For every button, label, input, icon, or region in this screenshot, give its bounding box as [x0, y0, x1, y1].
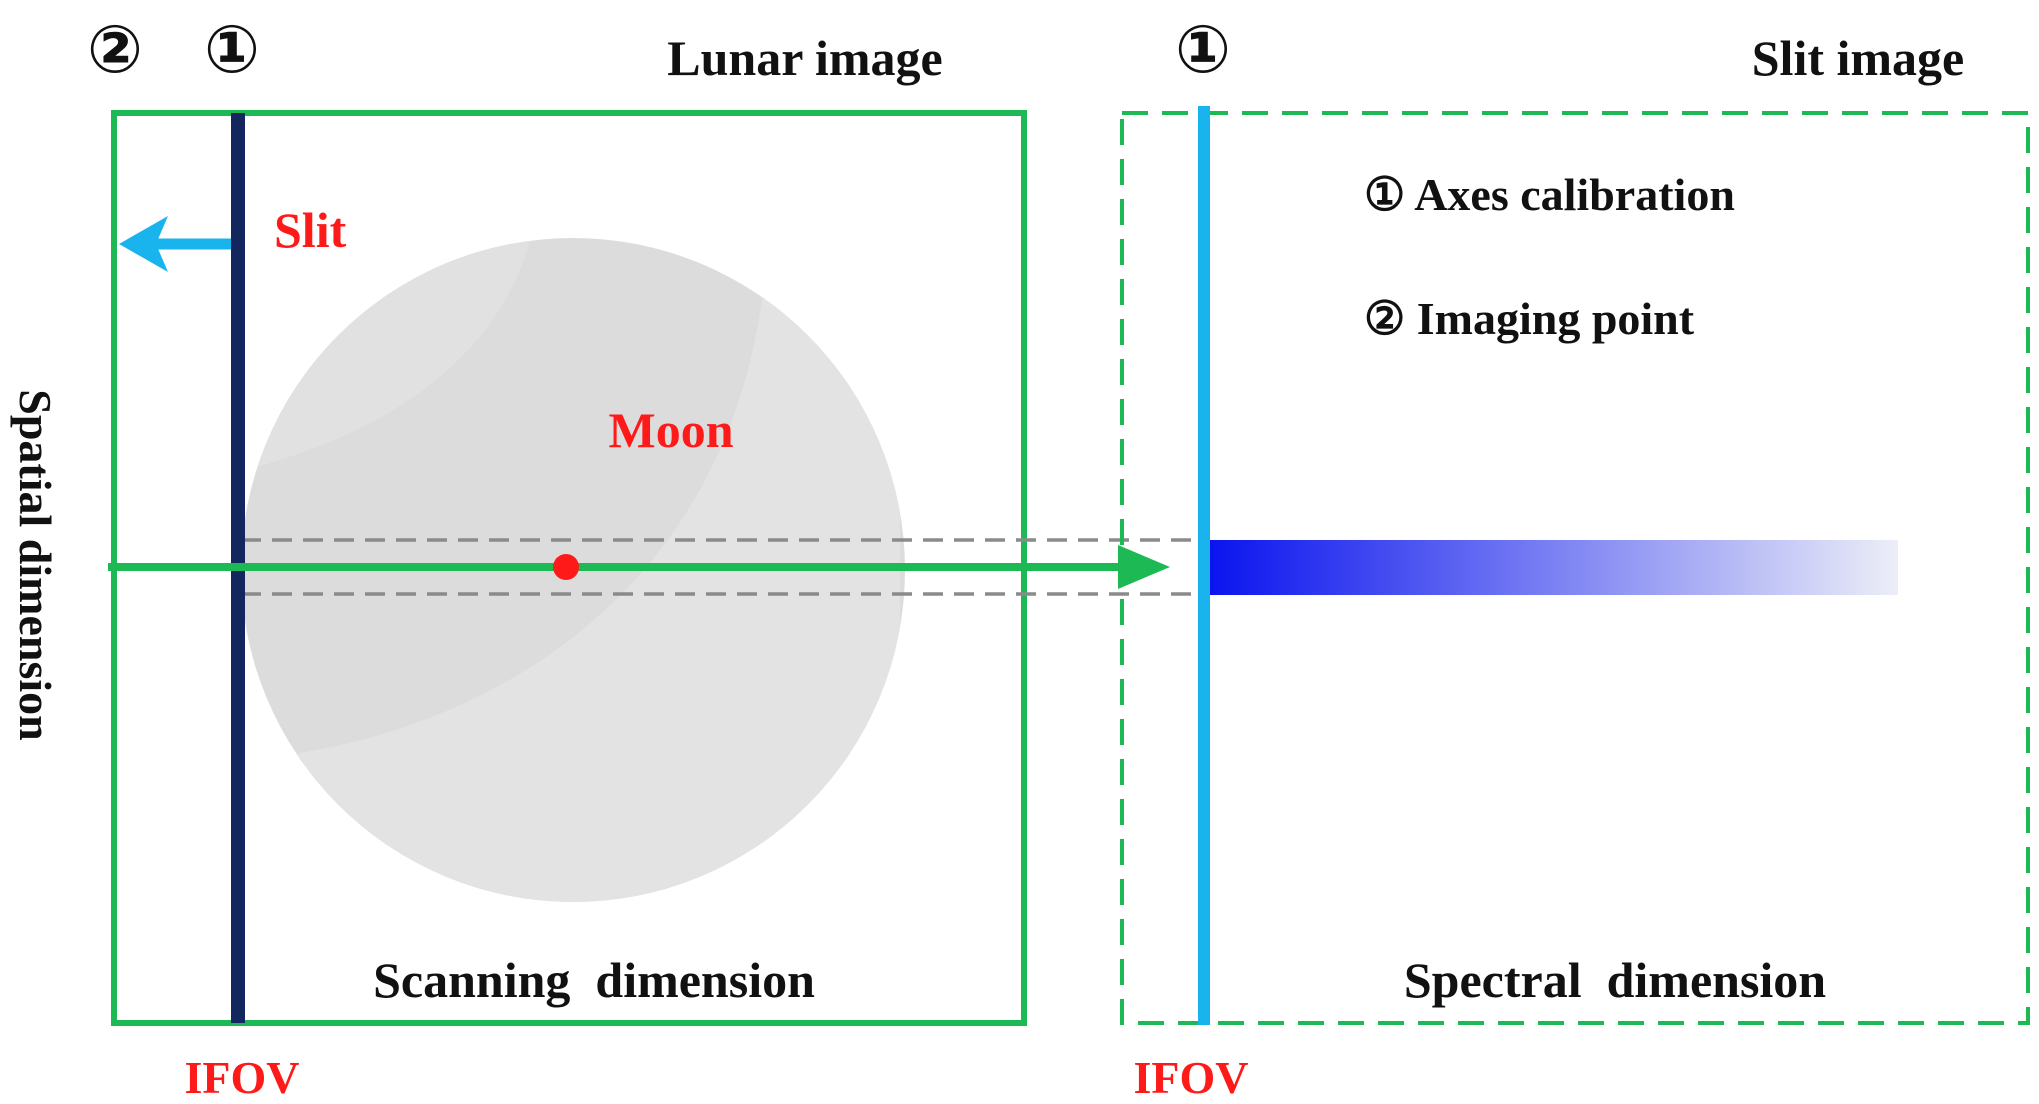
ifov-label-right: IFOV [1134, 1052, 1249, 1103]
spatial-dimension-label: Spatial dimension [10, 389, 61, 741]
marker-imaging-point: ② [87, 11, 143, 88]
scanning-dimension-label: Scanning dimension [373, 952, 815, 1008]
imaging-point-dot [553, 554, 579, 580]
legend-imaging-point: ② Imaging point [1364, 293, 1695, 344]
lunar-image-title: Lunar image [667, 30, 943, 86]
scan-direction-arrow [119, 216, 231, 272]
legend-axes-calibration: ① Axes calibration [1364, 169, 1735, 220]
spectral-dimension-label: Spectral dimension [1404, 952, 1826, 1008]
spectrum-bar [1210, 540, 1898, 595]
marker-axes-calibration-right: ① [1175, 11, 1231, 88]
slit-label: Slit [274, 202, 347, 258]
slit-image-title: Slit image [1752, 30, 1964, 86]
slit-image-frame [1120, 111, 2030, 1025]
moon-shade-arc [245, 238, 900, 902]
moon-label: Moon [609, 402, 734, 458]
projection-arrow [108, 545, 1170, 589]
marker-axes-calibration-left: ① [204, 11, 260, 88]
ifov-label-left: IFOV [185, 1052, 300, 1103]
